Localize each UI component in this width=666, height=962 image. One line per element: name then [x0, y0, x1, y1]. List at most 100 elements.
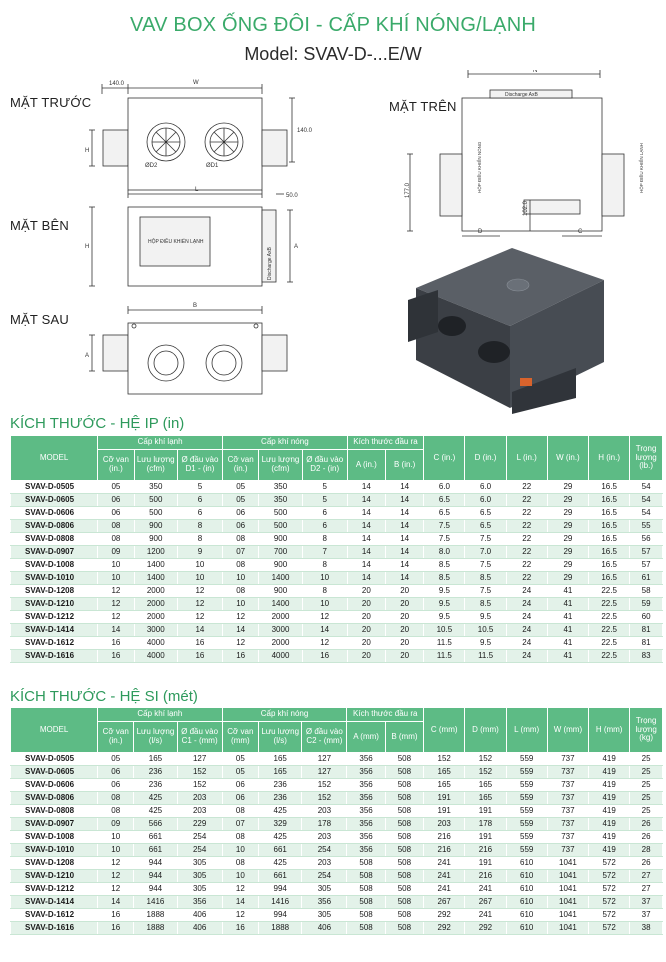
col-w: W (in.): [546, 435, 590, 481]
dim-c-label: C: [578, 229, 583, 235]
col-cold-d: Ø đầu vào D1 - (in): [176, 449, 223, 481]
table-cell: 900: [133, 532, 178, 546]
discharge-top-label: Discharge AxB: [505, 92, 538, 98]
table-cell: 26: [629, 817, 663, 831]
table-cell: 406: [176, 908, 223, 922]
table-cell: 20: [384, 597, 425, 611]
table-cell: 7: [301, 545, 348, 559]
table-cell: 508: [384, 791, 425, 805]
group-cold: Cấp khí lạnh: [97, 707, 223, 722]
table-cell: 267: [464, 895, 507, 909]
table-cell: 10: [176, 571, 223, 585]
table-cell: 16: [176, 649, 223, 663]
table-cell: 559: [505, 843, 548, 857]
table-cell: 09: [97, 817, 135, 831]
table-cell: 12: [97, 869, 135, 883]
table-cell: 216: [464, 869, 507, 883]
table-cell: 20: [384, 636, 425, 650]
ip-section-title: KÍCH THƯỚC - HỆ IP (in): [10, 415, 185, 432]
table-cell: 356: [346, 752, 386, 766]
table-cell: 236: [258, 778, 303, 792]
table-cell: 508: [384, 817, 425, 831]
table-cell: 16: [221, 921, 260, 935]
table-cell: 6.0: [464, 480, 507, 494]
table-cell: 241: [464, 882, 507, 896]
table-cell: 203: [176, 804, 223, 818]
table-cell: 1400: [258, 571, 303, 585]
table-cell: 41: [546, 636, 590, 650]
table-cell: 419: [588, 765, 631, 779]
table-cell: 06: [97, 765, 135, 779]
col-hot-valve: Cỡ van (in.): [221, 449, 260, 481]
table-cell: 14: [384, 532, 425, 546]
table-cell: 11.5: [423, 636, 466, 650]
table-cell: 305: [176, 882, 223, 896]
group-outlet: Kích thước đầu ra: [346, 707, 425, 722]
table-cell: 356: [346, 791, 386, 805]
col-hot-valve: Cỡ van (mm): [221, 721, 260, 753]
table-cell: 16: [97, 921, 135, 935]
table-cell: 14: [221, 623, 260, 637]
table-cell: 267: [423, 895, 466, 909]
table-cell: 12: [301, 610, 348, 624]
table-cell: 29: [546, 519, 590, 533]
table-cell: 29: [546, 532, 590, 546]
table-cell: 55: [629, 519, 663, 533]
table-cell: 944: [133, 869, 178, 883]
table-cell: 152: [464, 752, 507, 766]
table-cell: 127: [176, 752, 223, 766]
table-cell: 6.0: [423, 480, 466, 494]
table-cell: 22.5: [588, 597, 631, 611]
table-cell: 12: [221, 610, 260, 624]
table-cell: 12: [97, 856, 135, 870]
table-cell: 14: [221, 895, 260, 909]
dim-102-label: 102.0: [523, 200, 529, 216]
dim-n-label: N: [533, 70, 537, 74]
col-c: C (in.): [423, 435, 466, 481]
table-cell: 178: [464, 817, 507, 831]
col-a: A (mm): [346, 721, 386, 753]
table-cell: 292: [423, 908, 466, 922]
table-cell: 8: [301, 532, 348, 546]
table-cell: 152: [464, 765, 507, 779]
table-cell: 610: [505, 882, 548, 896]
table-cell: 26: [629, 830, 663, 844]
table-cell: 419: [588, 752, 631, 766]
table-cell: 10: [221, 597, 260, 611]
table-cell: 16.5: [588, 532, 631, 546]
table-cell: 22: [505, 506, 548, 520]
table-cell: 356: [346, 843, 386, 857]
table-cell: 566: [133, 817, 178, 831]
table-cell: 165: [464, 778, 507, 792]
table-cell: 16.5: [588, 480, 631, 494]
side-view-label: MẶT BÊN: [10, 218, 69, 233]
table-cell: 737: [546, 817, 590, 831]
table-cell: 6: [176, 493, 223, 507]
table-cell: 16: [221, 649, 260, 663]
table-cell: 559: [505, 791, 548, 805]
table-cell: 610: [505, 869, 548, 883]
table-cell: 292: [423, 921, 466, 935]
table-cell: 41: [546, 610, 590, 624]
table-cell: 22: [505, 480, 548, 494]
table-cell: 944: [133, 882, 178, 896]
table-cell: 2000: [258, 610, 303, 624]
table-cell: 06: [97, 778, 135, 792]
model-cell: SVAV-D-1010: [9, 571, 99, 585]
table-cell: 54: [629, 480, 663, 494]
table-cell: 28: [629, 843, 663, 857]
discharge-side-label: Discharge AxB: [267, 247, 273, 280]
table-cell: 22: [505, 493, 548, 507]
control-box-hot-label: HỘP ĐIỀU KHIỂN NÓNG: [476, 141, 482, 193]
table-cell: 8.5: [464, 571, 507, 585]
table-cell: 216: [423, 830, 466, 844]
table-cell: 737: [546, 765, 590, 779]
table-cell: 24: [505, 610, 548, 624]
